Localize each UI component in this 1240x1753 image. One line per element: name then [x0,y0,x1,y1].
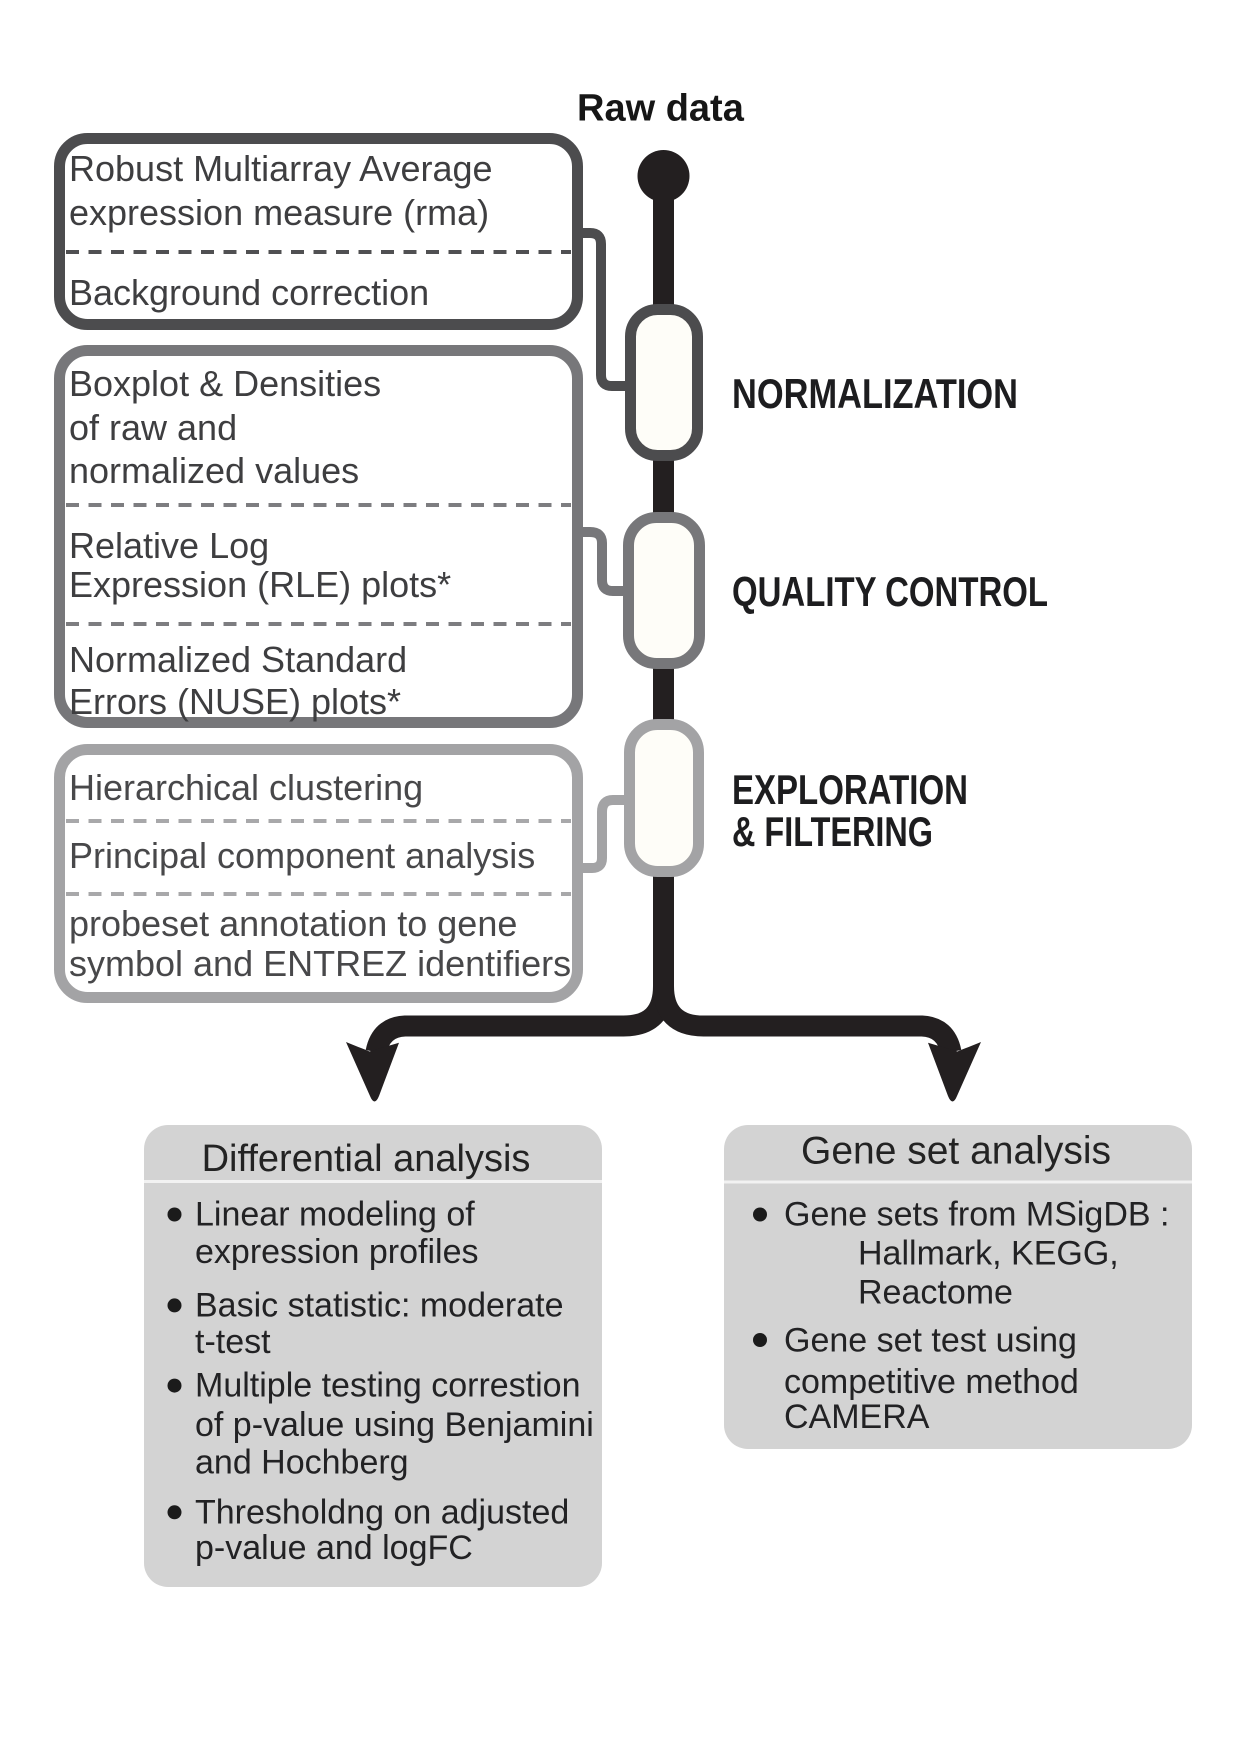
svg-text:NORMALIZATION: NORMALIZATION [732,370,1018,417]
svg-text:expression profiles: expression profiles [195,1233,478,1271]
svg-text:Relative Log: Relative Log [69,525,269,566]
svg-text:Principal component analysis: Principal component analysis [69,835,535,876]
svg-text:Reactome: Reactome [858,1274,1013,1312]
svg-text:probeset annotation to gene: probeset annotation to gene [69,903,517,944]
svg-text:Raw data: Raw data [577,88,745,130]
svg-text:Gene set analysis: Gene set analysis [801,1130,1111,1173]
svg-text:Gene sets from MSigDB :: Gene sets from MSigDB : [784,1196,1169,1234]
svg-text:Robust Multiarray Average: Robust Multiarray Average [69,148,493,189]
svg-text:expression measure (rma): expression measure (rma) [69,192,489,233]
svg-text:normalized values: normalized values [69,450,359,491]
svg-text:EXPLORATION: EXPLORATION [732,766,968,813]
svg-text:t-test: t-test [195,1323,271,1361]
svg-text:Hallmark, KEGG,: Hallmark, KEGG, [858,1235,1119,1273]
svg-text:Boxplot & Densities: Boxplot & Densities [69,363,381,404]
svg-text:Background correction: Background correction [69,272,429,313]
svg-text:Gene set test using: Gene set test using [784,1322,1077,1360]
svg-text:of raw and: of raw and [69,407,237,448]
svg-text:Errors (NUSE) plots*: Errors (NUSE) plots* [69,681,401,722]
svg-text:competitive method: competitive method [784,1363,1079,1401]
svg-text:of p-value using Benjamini: of p-value using Benjamini [195,1406,594,1444]
svg-text:CAMERA: CAMERA [784,1398,930,1436]
svg-text:symbol and ENTREZ identifiers: symbol and ENTREZ identifiers [69,943,571,984]
svg-text:Differential analysis: Differential analysis [202,1138,531,1180]
svg-text:Normalized Standard: Normalized Standard [69,639,407,680]
svg-text:p-value and logFC: p-value and logFC [195,1529,473,1567]
svg-text:Linear modeling of: Linear modeling of [195,1196,475,1234]
svg-text:Thresholdng on adjusted: Thresholdng on adjusted [195,1493,569,1531]
svg-text:Hierarchical clustering: Hierarchical clustering [69,767,423,808]
svg-text:and Hochberg: and Hochberg [195,1444,409,1482]
svg-text:Expression (RLE) plots*: Expression (RLE) plots* [69,564,451,605]
svg-text:Basic statistic: moderate: Basic statistic: moderate [195,1286,563,1324]
svg-text:QUALITY CONTROL: QUALITY CONTROL [732,568,1048,615]
svg-text:Multiple testing correstion: Multiple testing correstion [195,1367,581,1405]
svg-text:& FILTERING: & FILTERING [732,808,933,855]
